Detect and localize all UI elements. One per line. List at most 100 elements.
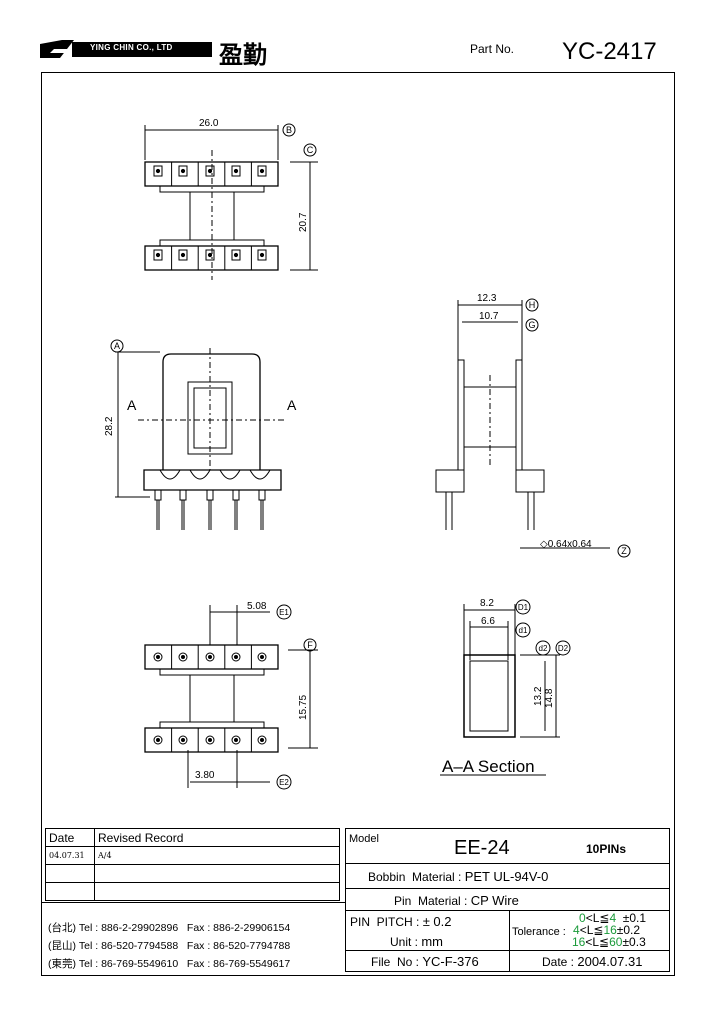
divider bbox=[346, 950, 670, 951]
contact-dongguan: (東莞) Tel : 86-769-5549610 Fax : 86-769-5… bbox=[48, 958, 291, 970]
pin-base bbox=[154, 489, 162, 501]
pin-pad bbox=[178, 735, 188, 745]
table-row bbox=[45, 882, 340, 901]
pin-hole bbox=[234, 655, 238, 659]
pin-material: Pin Material : CP Wire bbox=[394, 893, 519, 908]
section-view bbox=[440, 604, 560, 776]
col-record: Revised Record bbox=[94, 828, 340, 847]
part-number: YC-2417 bbox=[562, 38, 657, 65]
svg-text:H: H bbox=[529, 300, 536, 310]
dim-section-inner-height: 13.2 bbox=[533, 686, 544, 706]
divider bbox=[346, 863, 670, 864]
svg-text:G: G bbox=[528, 320, 535, 330]
pin-hole bbox=[259, 252, 265, 258]
pin-slot bbox=[153, 165, 163, 177]
callout-a: A bbox=[110, 339, 124, 353]
pin-hole bbox=[207, 168, 213, 174]
logo-mark-icon bbox=[40, 40, 74, 58]
pin-hole bbox=[233, 252, 239, 258]
svg-text:A: A bbox=[114, 341, 120, 351]
callout-z: Z bbox=[617, 544, 631, 558]
company-name-bar: YING CHIN CO., LTD bbox=[72, 42, 212, 57]
revision-record: A/4 bbox=[94, 846, 340, 865]
tolerance-row: 0<L≦4 ±0.1 bbox=[579, 911, 647, 925]
dim-pin-size: ◇0.64x0.64 bbox=[540, 539, 592, 550]
bobbin-material: Bobbin Material : PET UL-94V-0 bbox=[368, 869, 549, 884]
svg-text:Z: Z bbox=[621, 546, 627, 556]
pin-slot bbox=[178, 165, 188, 177]
tolerance-label: Tolerance : bbox=[512, 926, 566, 938]
pin-hole bbox=[234, 738, 238, 742]
tolerance-row: 16<L≦60±0.3 bbox=[572, 935, 646, 949]
callout-f: F bbox=[303, 638, 317, 652]
pin-pitch: PIN PITCH : ± 0.2 bbox=[350, 914, 452, 929]
pin-pad bbox=[178, 652, 188, 662]
revision-date: 04.07.31 bbox=[45, 846, 95, 865]
top-view bbox=[144, 125, 318, 280]
col-date: Date bbox=[45, 828, 95, 847]
pin-hole bbox=[181, 655, 185, 659]
callout-d1: D1 bbox=[515, 599, 531, 615]
dim-offset: 3.80 bbox=[195, 770, 215, 781]
pin-base bbox=[232, 489, 240, 501]
pin-slot bbox=[231, 165, 241, 177]
drawing-frame bbox=[41, 72, 675, 976]
pin-pad bbox=[205, 652, 215, 662]
pin-base bbox=[206, 489, 214, 501]
pin-hole bbox=[233, 168, 239, 174]
tolerance-row: 4<L≦16±0.2 bbox=[573, 923, 641, 937]
pin-pad bbox=[205, 735, 215, 745]
pin-hole bbox=[260, 738, 264, 742]
front-view bbox=[115, 348, 286, 530]
dim-side-inner: 10.7 bbox=[479, 311, 499, 322]
pin-pad bbox=[231, 735, 241, 745]
pin-hole bbox=[181, 738, 185, 742]
bottom-view bbox=[144, 605, 318, 788]
dim-top-height: 20.7 bbox=[298, 212, 309, 232]
svg-text:F: F bbox=[307, 640, 313, 650]
callout-d2-small: d2 bbox=[535, 640, 551, 656]
revision-record bbox=[94, 882, 340, 901]
section-marker-right: A bbox=[287, 397, 297, 413]
pin-pad bbox=[257, 652, 267, 662]
model-label: Model bbox=[349, 833, 379, 845]
revision-record bbox=[94, 864, 340, 883]
pin-hole bbox=[259, 168, 265, 174]
pin-hole bbox=[156, 738, 160, 742]
contact-kunshan: (昆山) Tel : 86-520-7794588 Fax : 86-520-7… bbox=[48, 940, 291, 952]
callout-e1: E1 bbox=[276, 604, 292, 620]
table-row: 04.07.31 A/4 bbox=[45, 846, 340, 865]
callout-b: B bbox=[282, 123, 296, 137]
pin-hole bbox=[180, 168, 186, 174]
pin-slot bbox=[205, 165, 215, 177]
revision-table: Date Revised Record 04.07.31 A/4 bbox=[45, 828, 340, 901]
part-label: Part No. bbox=[470, 42, 515, 56]
callout-g: G bbox=[525, 318, 539, 332]
divider bbox=[41, 902, 345, 903]
pin-hole bbox=[180, 252, 186, 258]
spec-block: Model EE-24 10PINs Bobbin Material : PET… bbox=[345, 828, 670, 972]
pin-hole bbox=[208, 738, 212, 742]
divider bbox=[346, 888, 670, 889]
dim-top-width: 26.0 bbox=[199, 118, 219, 129]
dim-section-inner-width: 6.6 bbox=[481, 616, 495, 627]
revision-date bbox=[45, 864, 95, 883]
pin-pad bbox=[257, 735, 267, 745]
divider bbox=[346, 910, 670, 911]
svg-text:D1: D1 bbox=[518, 603, 529, 612]
side-view bbox=[435, 300, 610, 549]
callout-h: H bbox=[525, 298, 539, 312]
callout-d1-small: d1 bbox=[515, 622, 531, 638]
revision-header-row: Date Revised Record bbox=[45, 828, 340, 847]
technical-drawing: 26.0 20.7 28.2 A A 12.3 10.7 ◇0.64x0.64 … bbox=[104, 118, 631, 790]
pin-hole bbox=[208, 655, 212, 659]
svg-text:E2: E2 bbox=[279, 778, 289, 787]
table-row bbox=[45, 864, 340, 883]
file-number: File No : YC-F-376 bbox=[371, 954, 479, 969]
pin-slot bbox=[231, 249, 241, 261]
svg-text:D2: D2 bbox=[558, 644, 569, 653]
pin-pad bbox=[153, 735, 163, 745]
callout-c: C bbox=[303, 143, 317, 157]
unit: Unit : mm bbox=[390, 934, 444, 949]
pin-hole bbox=[156, 655, 160, 659]
